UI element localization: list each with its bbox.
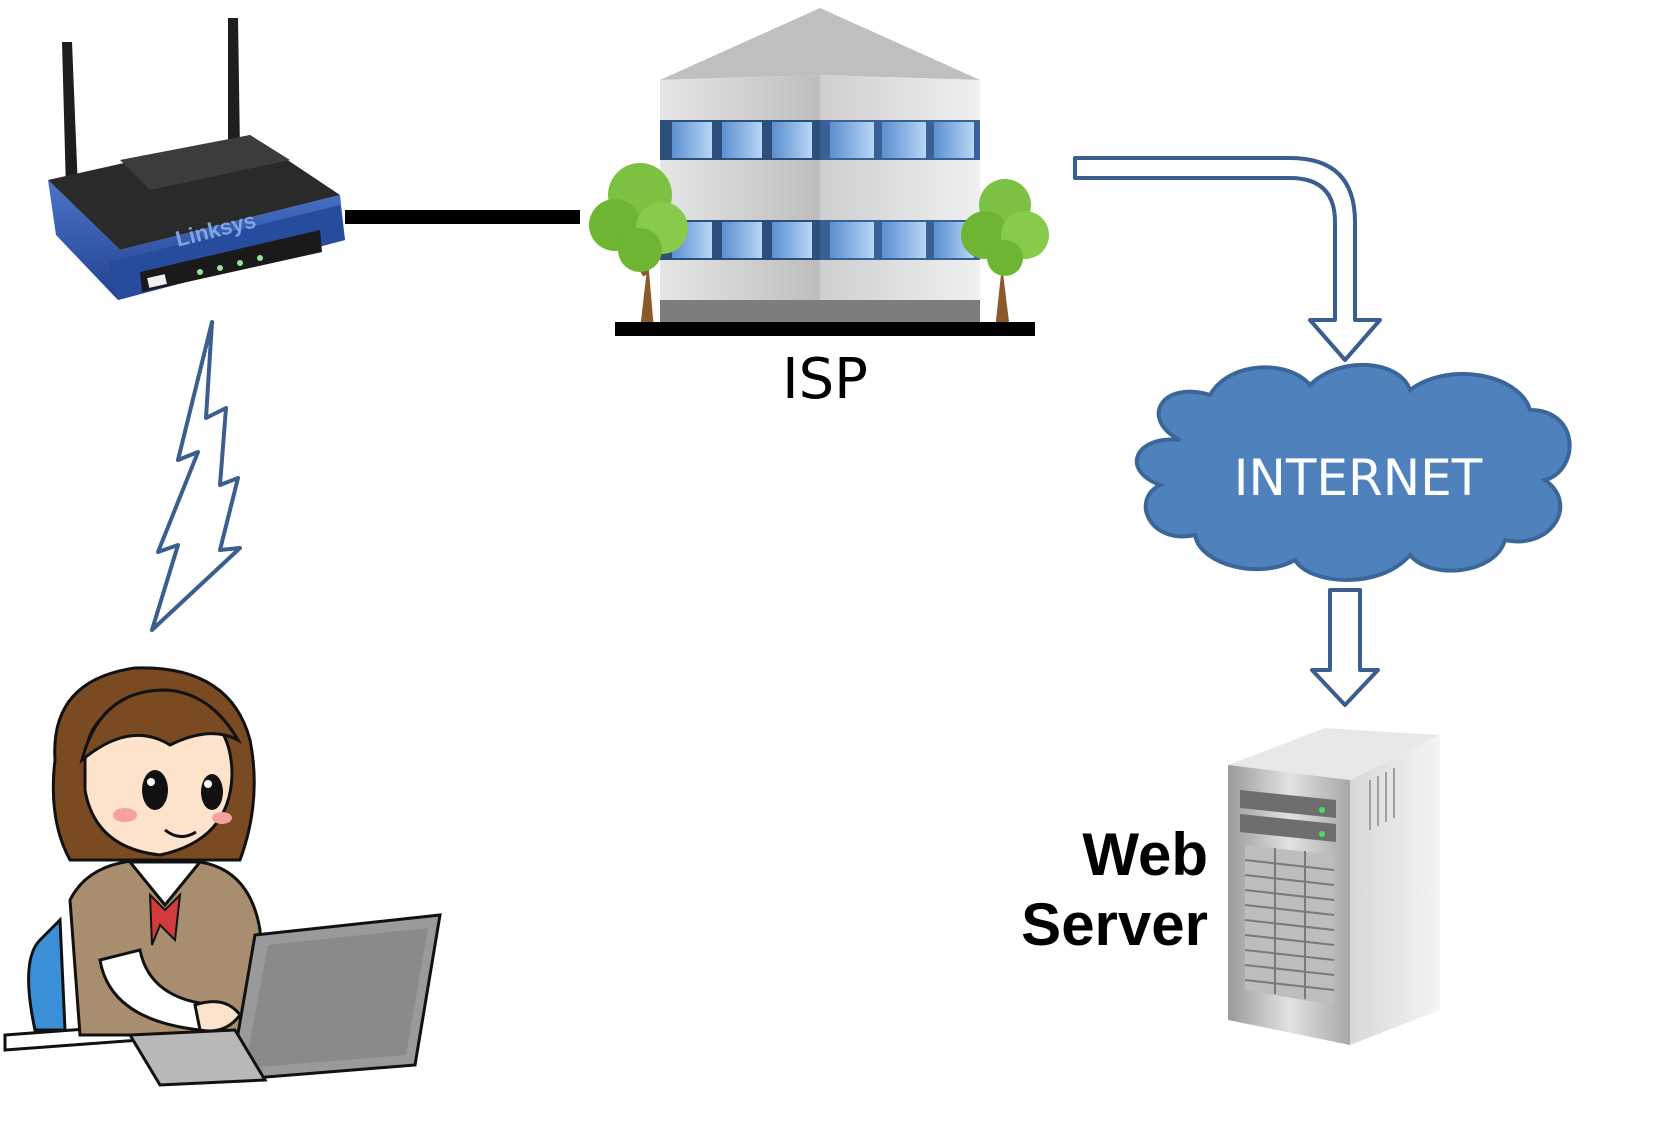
internet-label: INTERNET [1234,449,1483,507]
web-server-icon [1228,728,1440,1045]
isp-internet-arrow [1073,156,1382,362]
web-server-label-line1: Web [1082,821,1208,888]
router-icon: Linksys [48,18,345,300]
isp-building-icon [589,8,1049,336]
web-server-label-line2: Server [1021,891,1208,958]
internet-server-arrow [1310,588,1380,707]
wireless-lightning-icon [150,320,242,632]
internet-cloud-icon [1134,363,1572,582]
isp-label: ISP [782,347,868,412]
user-at-laptop-icon [3,666,442,1087]
